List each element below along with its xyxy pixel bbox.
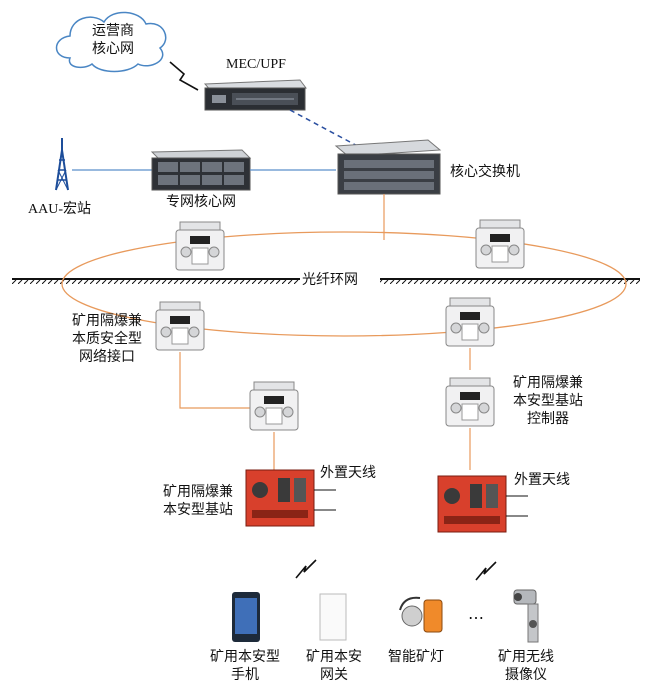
wireless-link-icon — [295, 559, 317, 579]
terminal-line: 网关 — [320, 667, 348, 683]
terminal-line: 矿用无线 — [498, 649, 554, 665]
wireless-link-icon — [169, 61, 199, 91]
ring-node-device-icon — [475, 219, 525, 269]
core-switch-icon — [334, 139, 442, 195]
left-controller-device-icon — [249, 381, 299, 431]
network-interface-line: 矿用隔爆兼 — [72, 313, 142, 329]
aau-tower-icon — [55, 138, 69, 191]
terminal-line: 矿用本安 — [306, 649, 362, 665]
carrier-core-label: 运营商 核心网 — [80, 22, 146, 58]
base-station-right-icon — [437, 475, 507, 533]
network-interface-label: 矿用隔爆兼 本质安全型 网络接口 — [55, 312, 159, 366]
base-station-line: 矿用隔爆兼 — [163, 484, 233, 500]
mec-switch-link — [289, 109, 366, 151]
mec-upf-server-icon — [203, 79, 307, 111]
ring-node-device-icon — [175, 221, 225, 271]
bs-controller-line: 本安型基站 — [513, 393, 583, 409]
carrier-core-line: 核心网 — [92, 41, 134, 57]
base-station-left-icon — [245, 469, 315, 527]
bs-controller-device-icon — [445, 377, 495, 427]
wireless-camera-icon — [513, 589, 539, 643]
left-branch-link — [179, 352, 250, 409]
private-core-label: 专网核心网 — [166, 194, 236, 210]
mec-upf-label: MEC/UPF — [226, 57, 286, 72]
terminal-line: 手机 — [231, 667, 259, 683]
terminal-label-phone: 矿用本安型 手机 — [200, 648, 290, 684]
ext-antenna-left-label: 外置天线 — [320, 465, 376, 481]
aau-label: AAU-宏站 — [28, 202, 91, 217]
private-core-server-icon — [150, 149, 252, 191]
ext-antenna-right-label: 外置天线 — [514, 472, 570, 488]
carrier-core-line: 运营商 — [92, 23, 134, 39]
terminal-label-camera: 矿用无线 摄像仪 — [488, 648, 564, 684]
terminal-line: 矿用本安型 — [210, 649, 280, 665]
network-interface-line: 本质安全型 — [72, 331, 142, 347]
terminal-line: 智能矿灯 — [388, 649, 444, 665]
ring-node-device-icon — [445, 297, 495, 347]
fiber-ring — [61, 231, 627, 337]
bs-controller-label: 矿用隔爆兼 本安型基站 控制器 — [498, 374, 598, 428]
miner-lamp-icon — [399, 596, 443, 633]
bs-controller-line: 矿用隔爆兼 — [513, 375, 583, 391]
terminal-label-lamp: 智能矿灯 — [380, 648, 452, 666]
wireless-link-icon — [475, 561, 497, 581]
core-switch-label: 核心交换机 — [450, 164, 520, 180]
terminal-line: 摄像仪 — [505, 667, 547, 683]
more-terminals-ellipsis: … — [468, 604, 485, 623]
network-interface-line: 网络接口 — [79, 349, 135, 365]
base-station-line: 本安型基站 — [163, 502, 233, 518]
bs-controller-line: 控制器 — [527, 411, 569, 427]
carrier-cloud-icon — [55, 11, 167, 73]
phone-icon — [232, 592, 260, 642]
ext-antenna-right-icon — [506, 495, 528, 517]
network-interface-device-icon — [155, 301, 205, 351]
terminal-label-gateway: 矿用本安 网关 — [296, 648, 372, 684]
ext-antenna-left-icon — [314, 489, 336, 511]
fiber-ring-label: 光纤环网 — [300, 271, 360, 289]
gateway-icon — [319, 593, 347, 641]
base-station-label: 矿用隔爆兼 本安型基站 — [148, 483, 248, 519]
